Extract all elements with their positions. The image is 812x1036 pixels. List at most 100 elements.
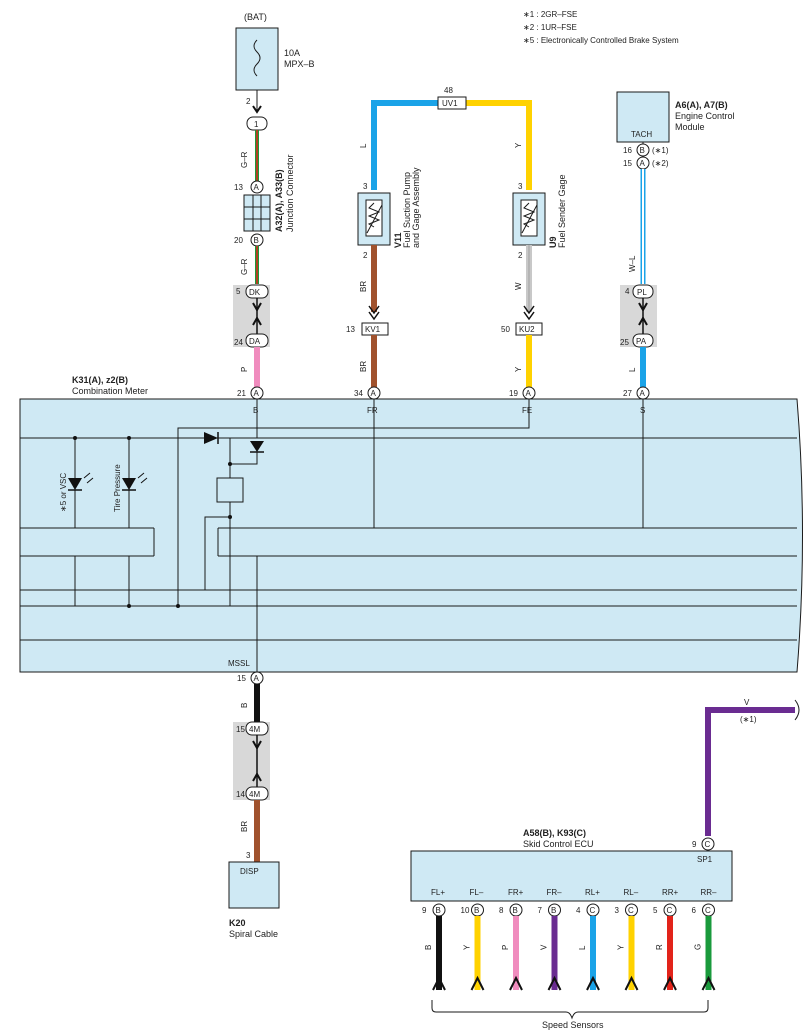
wire-code-w: W [514,282,523,290]
u9-pin-bot: 2 [518,251,523,260]
mssl-section: 15 A B 15 4M 14 4M BR 3 DISP K20 Spiral … [228,671,280,939]
spiral-term: DISP [240,867,259,876]
meter-body [19,398,803,673]
sensor-wire-code: P [501,945,510,950]
meter-pin-fe-num: 19 [509,389,518,398]
skid-term-pin: 9 [422,906,427,915]
ecm-note2: (∗2) [652,159,669,168]
skid-term-pin: 5 [653,906,658,915]
note-2: ∗2 : 1UR–FSE [523,23,577,32]
sensor-wire-code: Y [463,944,472,950]
spiral-pin: 3 [246,851,251,860]
da-label: DA [249,337,261,346]
lamp2-label: Tire Pressure [113,464,122,512]
wire-code-b-mssl: B [240,703,249,708]
u9-name: U9 [548,236,558,248]
junction-desc: Junction Connector [285,154,295,232]
skid-term-conn: C [628,906,634,915]
ku2-label: KU2 [519,325,535,334]
kv1-arrow-icon [368,305,380,321]
ecm-box [616,91,670,143]
skid-term-pin: 7 [538,906,543,915]
spiral-cable-box [228,861,280,909]
wire-code-gr2: G–R [240,258,249,275]
skid-term-pin: 8 [499,906,504,915]
mssl-pin: 15 [237,674,246,683]
uv1-pin: 48 [444,86,453,95]
junction-pin-top: 13 [234,183,243,192]
sensor-wire-code: G [694,944,703,950]
fuse-rating: 10A [284,48,300,58]
skid-term-pin: 4 [576,906,581,915]
meter-term-b: B [253,406,258,415]
junction-pin-bot: 20 [234,236,243,245]
meter-pin-b-conn: A [254,389,260,398]
skid-term-conn: B [551,906,556,915]
tire-lamp-icon [122,478,136,490]
skid-term-label: FR+ [508,888,524,897]
skid-term-conn: B [513,906,518,915]
fuse-conn-label: 1 [254,120,259,129]
wire-gr-bottom: G–R [240,246,259,284]
fuse-section: (BAT) 10A MPX–B 2 1 [235,12,315,131]
skid-term-label: FR– [547,888,563,897]
sensor-arrow-icon [701,975,716,991]
kv1-label: KV1 [365,325,381,334]
lamp1-label: ∗5 or VSC [59,473,68,512]
ecm-section: TACH A6(A), A7(B) Engine Control Module … [616,91,735,387]
fuse-name: MPX–B [284,59,315,69]
gauge-coil [216,477,244,503]
4m-pin-bot: 14 [236,790,245,799]
fuel-gage-section: L Y 48 UV1 3 2 V11 Fuel Suction Pump and… [346,86,567,387]
u9-resistor-icon [522,202,536,228]
v11-name: V11 [393,232,403,248]
skid-term-conn: C [705,906,711,915]
skid-term-conn: C [590,906,596,915]
vsc-light-rays-icon [83,472,94,484]
notes-legend: ∗1 : 2GR–FSE ∗2 : 1UR–FSE ∗5 : Electroni… [523,10,679,45]
wire-code-br-disp: BR [240,821,249,832]
dk-label: DK [249,288,261,297]
wire-code-br2: BR [359,361,368,372]
v11-desc2: and Gage Assembly [411,167,421,248]
spiral-desc: Spiral Cable [229,929,278,939]
4m-pin-top: 15 [236,725,245,734]
uv1-label: UV1 [442,99,458,108]
skid-term-label: RR+ [662,888,679,897]
junction-connector: 13 A 20 B A32(A), A33(B) Junction Connec… [234,154,295,247]
ecm-tach: TACH [631,130,652,139]
sensor-arrow-icon [586,975,600,991]
meter-pin-b-num: 21 [237,389,246,398]
wire-p: P [240,347,260,387]
pl-label: PL [637,288,647,297]
sp1-term: SP1 [697,855,713,864]
junction-conn-top: A [254,183,260,192]
v11-pin-bot: 2 [363,251,368,260]
sensor-bracket [431,1000,709,1020]
wire-code-p: P [240,367,249,372]
wire-code-y2: Y [514,366,523,372]
sp1-note: (∗1) [740,715,757,724]
sensor-wire-code: B [424,945,433,950]
meter-pin-fr-num: 34 [354,389,363,398]
fuse-pin: 2 [246,97,251,106]
meter-name: K31(A), z2(B) [72,375,128,385]
wire-break-icon [794,699,800,721]
wire-gr-top: G–R [240,130,259,182]
sensor-arrow-icon [509,975,523,991]
meter-term-fe: FE [522,406,532,415]
ku2-pin: 50 [501,325,510,334]
skid-term-label: RL+ [585,888,600,897]
skid-term-pin: 6 [692,906,697,915]
sensor-wire-code: V [540,944,549,950]
ecm-note1: (∗1) [652,146,669,155]
sensor-arrow-icon [432,975,446,991]
sensor-wire-code: R [655,944,664,950]
wire-code-v-sp1: V [744,698,750,707]
ecm-name: A6(A), A7(B) [675,100,728,110]
pl-arrow-icon [638,302,648,326]
u9-desc: Fuel Sender Gage [557,174,567,248]
ecm-conn2: A [640,159,646,168]
